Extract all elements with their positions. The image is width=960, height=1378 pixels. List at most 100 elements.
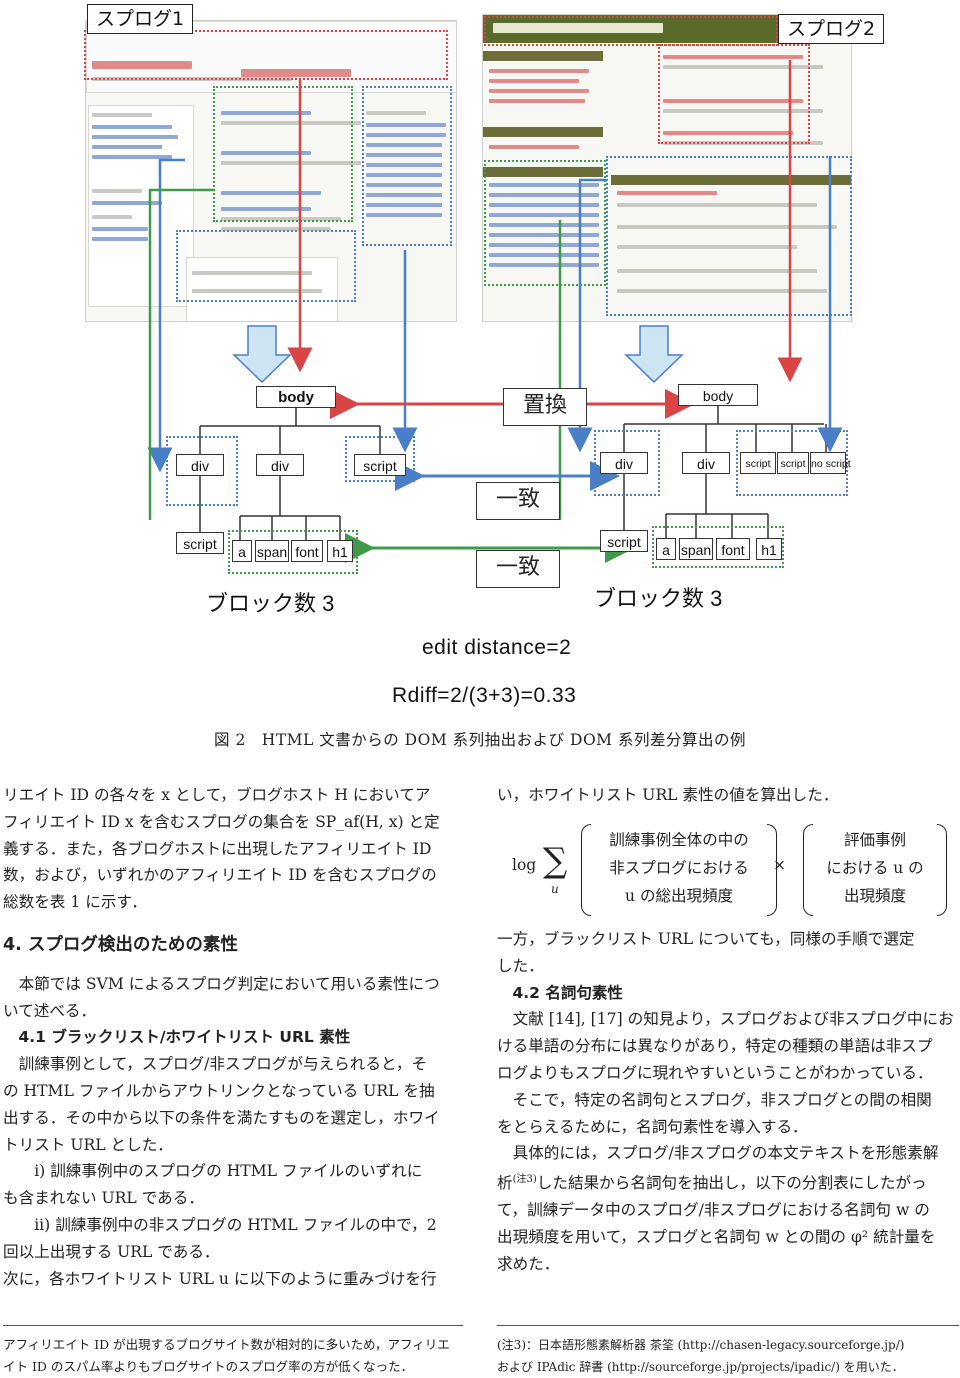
subsection-4-1-title: 4.1 ブラックリスト/ホワイトリスト URL 素性 bbox=[18, 1028, 351, 1047]
sub41-line: の HTML ファイルからアウトリンクとなっている URL を抽 bbox=[3, 1081, 435, 1100]
formula-left-bracket bbox=[581, 824, 591, 916]
intro-line: 数，および，いずれかのアフィリエイト ID を含むスプログの bbox=[3, 866, 437, 885]
right-footnote: (注3)：日本語形態素解析器 茶筌 (http://chasen-legacy.… bbox=[497, 1338, 905, 1374]
right-tree-l1-3: script bbox=[777, 452, 809, 474]
right-first-line: い，ホワイトリスト URL 素性の値を算出した． bbox=[497, 786, 839, 804]
left-column: リエイト ID の各々を x として，ブログホスト H においてア フィリエイト… bbox=[3, 782, 463, 1292]
left-block-count: ブロック数 3 bbox=[206, 591, 335, 616]
left-tree-l2-0: script bbox=[176, 532, 224, 554]
sub42-line: 求めた． bbox=[497, 1254, 560, 1273]
sub42-line: そこで，特定の名詞句とスプログ，非スプログとの間の相関 bbox=[512, 1090, 932, 1109]
weight-formula: log ∑ u 訓練事例全体の中の 非スプログにおける u の総出現頻度 × 評… bbox=[505, 822, 955, 922]
right-tree-l2-1: a bbox=[656, 538, 676, 560]
intro-line: 総数を表 1 に示す． bbox=[3, 893, 147, 912]
right-column-top: い，ホワイトリスト URL 素性の値を算出した． bbox=[497, 782, 957, 809]
left-footnote-rule bbox=[3, 1325, 463, 1326]
spam1-outline-top bbox=[84, 30, 448, 80]
match-label-2: 一致 bbox=[476, 550, 560, 588]
sub41-line: 次に，各ホワイトリスト URL u に以下のように重みづけを行 bbox=[3, 1269, 437, 1288]
spam2-outline-mid bbox=[606, 156, 852, 316]
right-column-bottom: 一方，ブラックリスト URL についても，同様の手順で選定 した． 4.2 名詞… bbox=[497, 926, 959, 1278]
sub42-line: ける単語の分布には異なりがあり，特定の種類の単語は非スプ bbox=[497, 1037, 933, 1056]
sub41-line: 出する．その中から以下の条件を満たすものを選定し，ホワイ bbox=[3, 1108, 440, 1127]
formula-right-bracket-close bbox=[937, 824, 947, 916]
sub42-line: ログよりもスプログに現れやすいということがわかっている． bbox=[497, 1063, 933, 1082]
down-arrow-left bbox=[232, 325, 292, 384]
intro-line: リエイト ID の各々を x として，ブログホスト H においてア bbox=[3, 786, 431, 804]
right-tree-l2-0: script bbox=[600, 530, 648, 552]
edit-distance: edit distance=2 bbox=[422, 636, 572, 659]
formula-right-text: 評価事例 における u の 出現頻度 bbox=[826, 831, 924, 905]
left-tree-l1-1: div bbox=[256, 454, 304, 476]
spam2-outline-right bbox=[658, 44, 810, 144]
right-tree-l2-4: h1 bbox=[756, 538, 782, 560]
formula-times: × bbox=[773, 856, 786, 874]
blue-arrow-right-2 bbox=[567, 178, 606, 453]
left-leaf-group bbox=[228, 530, 358, 574]
formula-sum-icon: ∑ bbox=[543, 841, 568, 881]
blue-arrow-left bbox=[147, 158, 185, 473]
sub42-line-with-note: 析(注3)した結果から名詞句を抽出し，以下の分割表にしたがっ bbox=[497, 1174, 927, 1193]
right-block-count: ブロック数 3 bbox=[594, 586, 723, 611]
spam1-outline-bottom bbox=[176, 230, 356, 302]
right-after-line: 一方，ブラックリスト URL についても，同様の手順で選定 bbox=[497, 930, 915, 948]
spam2-label: スプログ2 bbox=[778, 14, 885, 44]
left-tree-root: body bbox=[256, 386, 336, 408]
left-tree-l1-0: div bbox=[176, 454, 224, 476]
left-tree-l2-2: span bbox=[255, 540, 289, 562]
note-marker: (注3) bbox=[512, 1174, 537, 1186]
spam1-label: スプログ1 bbox=[87, 4, 194, 34]
left-tree-l1-2: script bbox=[354, 454, 406, 476]
right-script-group bbox=[736, 430, 848, 496]
right-tree-l1-4: no script bbox=[810, 452, 851, 474]
section-4-line: いて述べる． bbox=[3, 1001, 97, 1020]
right-tree-l2-3: font bbox=[716, 538, 750, 560]
sub42-line: て，訓練データ中のスプログ/非スプログにおける名詞句 w の bbox=[497, 1201, 930, 1220]
right-footnote-rule bbox=[497, 1325, 959, 1326]
right-after-line: した． bbox=[497, 956, 544, 975]
formula-right-bracket bbox=[803, 824, 813, 916]
formula-left-text: 訓練事例全体の中の 非スプログにおける u の総出現頻度 bbox=[609, 831, 749, 905]
rdiff: Rdiff=2/(3+3)=0.33 bbox=[392, 684, 577, 707]
spam-blog-1-screenshot bbox=[85, 20, 457, 322]
sub42-line: をとらえるために，名詞句素性を導入する． bbox=[497, 1117, 808, 1136]
left-script-group bbox=[345, 436, 415, 482]
intro-line: 義する．また，各ブログホストに出現したアフィリエイト ID bbox=[3, 839, 432, 858]
sub41-line: 回以上出現する URL である． bbox=[3, 1242, 220, 1261]
figure-connectors bbox=[147, 60, 843, 563]
match-label-1: 一致 bbox=[476, 482, 560, 520]
left-footnote: アフィリエイト ID が出現するブログサイト数が相対的に多いため，アフィリエ イ… bbox=[3, 1337, 450, 1374]
right-tree-l2-2: span bbox=[679, 538, 713, 560]
subsection-4-2-title: 4.2 名詞句素性 bbox=[512, 983, 623, 1002]
sub41-line: 訓練事例として，スプログ/非スプログが与えられると，そ bbox=[18, 1055, 428, 1074]
replace-label: 置換 bbox=[503, 388, 587, 426]
right-tree-root: body bbox=[678, 384, 758, 406]
left-div-group bbox=[166, 436, 238, 506]
spam1-outline-left bbox=[213, 86, 353, 222]
spam2-outline-top bbox=[484, 16, 778, 46]
section-4-line: 本節では SVM によるスプログ判定において用いる素性につ bbox=[18, 974, 440, 993]
left-tree-l2-1: a bbox=[232, 540, 252, 562]
sub42-line: 具体的には，スプログ/非スプログの本文テキストを形態素解 bbox=[512, 1144, 939, 1163]
left-tree-l2-4: h1 bbox=[327, 540, 353, 562]
sub41-line: も含まれない URL である． bbox=[3, 1189, 204, 1208]
right-tree-l1-0: div bbox=[600, 452, 648, 474]
intro-line: フィリエイト ID x を含むスプログの集合を SP_af(H, x) と定 bbox=[3, 812, 440, 831]
formula-sum-subscript: u bbox=[551, 882, 559, 896]
green-arrow-left bbox=[148, 188, 215, 520]
sub41-line: ii) 訓練事例中の非スプログの HTML ファイルの中で，2 bbox=[34, 1215, 437, 1234]
right-div-group bbox=[594, 430, 660, 496]
right-leaf-group bbox=[652, 526, 784, 568]
down-arrow-right bbox=[624, 325, 684, 384]
section-4-title: 4. スプログ検出のための素性 bbox=[3, 934, 238, 955]
sub42-line: 文献 [14], [17] の知見より，スプログおよび非スプログ中にお bbox=[512, 1010, 954, 1029]
figure-caption: 図 2 HTML 文書からの DOM 系列抽出および DOM 系列差分算出の例 bbox=[214, 731, 746, 749]
left-tree-l2-3: font bbox=[291, 540, 323, 562]
spam1-outline-right bbox=[362, 86, 452, 246]
right-tree-l1-2: script bbox=[740, 452, 776, 474]
right-tree-l1-1: div bbox=[682, 452, 730, 474]
formula-log: log bbox=[512, 856, 537, 874]
spam2-outline-left bbox=[484, 160, 606, 286]
sub42-line: 出現頻度を用いて，スプログと名詞句 w との間の φ² 統計量を bbox=[497, 1227, 936, 1246]
sub41-line: トリスト URL とした． bbox=[3, 1135, 173, 1154]
